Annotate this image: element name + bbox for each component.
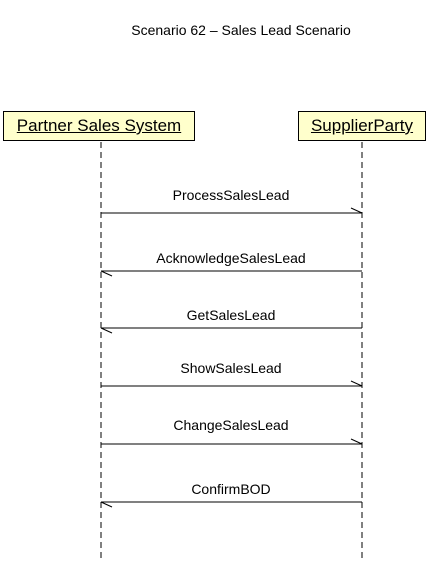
participant-supplier-party: SupplierParty: [298, 111, 426, 141]
message-label-process-sales-lead: ProcessSalesLead: [172, 187, 290, 203]
message-arrow-acknowledge-sales-lead: [100, 270, 362, 277]
message-label-get-sales-lead: GetSalesLead: [186, 307, 276, 323]
message-arrow-confirm-bod: [100, 501, 362, 508]
participant-partner-sales-system: Partner Sales System: [3, 111, 195, 141]
message-arrow-show-sales-lead: [101, 380, 363, 387]
message-arrow-get-sales-lead: [100, 327, 362, 334]
message-label-show-sales-lead: ShowSalesLead: [180, 360, 282, 376]
message-label-change-sales-lead: ChangeSalesLead: [173, 417, 289, 433]
diagram-title: Scenario 62 – Sales Lead Scenario: [131, 22, 351, 38]
message-label-confirm-bod: ConfirmBOD: [191, 481, 271, 497]
message-arrow-process-sales-lead: [101, 207, 363, 214]
message-label-acknowledge-sales-lead: AcknowledgeSalesLead: [156, 250, 306, 266]
message-arrow-change-sales-lead: [101, 438, 363, 445]
